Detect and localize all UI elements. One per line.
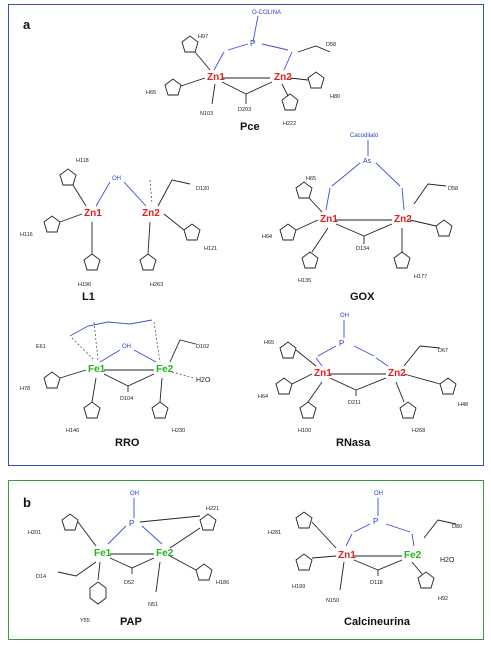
- complex-pce: O-COLINA P Zn1 Zn2 H97 H65 N103 D203 D58…: [146, 10, 340, 133]
- pap-res-n51: N51: [148, 602, 158, 608]
- gox-res-h65: H65: [306, 176, 316, 182]
- pce-label: Pce: [240, 121, 260, 133]
- rnasa-zn2: Zn2: [388, 368, 406, 379]
- l1-res-h116: H116: [20, 232, 33, 238]
- pap-res-h221: H221: [206, 506, 219, 512]
- gox-res-h177: H177: [414, 274, 427, 280]
- l1-label: L1: [82, 291, 95, 303]
- rro-fe1: Fe1: [88, 364, 106, 375]
- pap-fe1: Fe1: [94, 548, 112, 559]
- rro-bridge-label: OH: [122, 344, 131, 350]
- calcineurina-res-h92: H92: [438, 596, 448, 602]
- rnasa-res-h65: H65: [264, 340, 274, 346]
- panel-b-frame: b: [8, 480, 484, 640]
- calcineurina-bridge-label: OH: [374, 491, 383, 497]
- gox-label: GOX: [350, 291, 375, 303]
- calcineurina-water: H2O: [440, 557, 455, 564]
- pap-res-d14: D14: [36, 574, 46, 580]
- pce-res-n103: N103: [200, 111, 213, 117]
- rnasa-zn1: Zn1: [314, 368, 332, 379]
- rro-res-h146: H146: [66, 428, 79, 434]
- rro-res-h230: H230: [172, 428, 185, 434]
- l1-res-d120: D120: [196, 186, 209, 192]
- rnasa-res-h100: H100: [298, 428, 311, 434]
- gox-zn1: Zn1: [320, 214, 338, 225]
- rro-res-h78: H78: [20, 386, 30, 392]
- calcineurina-res-d80: D80: [452, 524, 462, 530]
- pce-res-d58: D58: [326, 42, 336, 48]
- svg-text:P: P: [129, 519, 134, 528]
- l1-res-h196: H196: [78, 282, 91, 288]
- calcineurina-res-d118: D118: [370, 580, 383, 586]
- gox-bridge-label: Cacodilato: [350, 133, 379, 139]
- rro-res-d102: D102: [196, 344, 209, 350]
- rnasa-res-h268: H268: [412, 428, 425, 434]
- rnasa-res-d211: D211: [348, 400, 361, 406]
- panel-a-letter: a: [23, 17, 31, 32]
- gox-zn2: Zn2: [394, 214, 412, 225]
- pap-res-h201: H201: [28, 530, 41, 536]
- pap-fe2: Fe2: [156, 548, 174, 559]
- l1-bridge-label: OH: [112, 176, 121, 182]
- pap-res-d52: D52: [124, 580, 134, 586]
- calcineurina-res-h281: H281: [268, 530, 281, 536]
- calcineurina-res-n150: N150: [326, 598, 339, 604]
- pce-zn2: Zn2: [274, 72, 292, 83]
- rro-label: RRO: [115, 437, 140, 449]
- panel-a-frame: a: [8, 4, 484, 466]
- pce-res-h97: H97: [198, 34, 208, 40]
- rnasa-label: RNasa: [336, 437, 371, 449]
- rnasa-bridge-label: OH: [340, 313, 349, 319]
- pap-res-h186: H186: [216, 580, 229, 586]
- gox-res-d58: D58: [448, 186, 458, 192]
- pap-res-y55: Y55: [80, 618, 90, 624]
- svg-text:P: P: [373, 517, 378, 526]
- pce-zn1: Zn1: [207, 72, 225, 83]
- gox-res-d134: D134: [356, 246, 369, 252]
- rnasa-res-d67: D67: [438, 348, 448, 354]
- complex-gox: Cacodilato As Zn1 Zn2 H65 H64 H135 D134 …: [262, 133, 458, 303]
- l1-res-h263: H263: [150, 282, 163, 288]
- complex-rnasa: OH P Zn1 Zn2 H65 H64 H100 D211 D67 H48 H…: [258, 313, 468, 449]
- pap-label: PAP: [120, 616, 142, 628]
- gox-res-h64: H64: [262, 234, 272, 240]
- complex-pap: OH P Fe1 Fe2 H201 H221 D14 D52 N51 H186 …: [28, 491, 229, 628]
- rro-res-e61: E61: [36, 344, 46, 350]
- gox-res-h135: H135: [298, 278, 311, 284]
- calcineurina-zn1: Zn1: [338, 550, 356, 561]
- rro-res-d104: D104: [120, 396, 133, 402]
- pap-bridge-label: OH: [130, 491, 139, 497]
- pce-res-h222: H222: [283, 121, 296, 127]
- svg-text:P: P: [339, 339, 344, 348]
- calcineurina-res-h199: H199: [292, 584, 305, 590]
- pce-res-h80: H80: [330, 94, 340, 100]
- l1-zn1: Zn1: [84, 208, 102, 219]
- rnasa-res-h48: H48: [458, 402, 468, 408]
- panel-b-letter: b: [23, 495, 31, 510]
- complex-calcineurina: OH P Zn1 Fe2 H281 D80 H199 N150 D118 H92…: [268, 491, 462, 628]
- svg-text:H2O: H2O: [196, 377, 211, 384]
- pce-res-d203: D203: [238, 107, 251, 113]
- l1-res-h118: H118: [76, 158, 89, 164]
- gox-as-label: As: [363, 158, 372, 165]
- svg-text:P: P: [250, 39, 255, 48]
- calcineurina-label: Calcineurina: [344, 616, 411, 628]
- l1-zn2: Zn2: [142, 208, 160, 219]
- rro-fe2: Fe2: [156, 364, 174, 375]
- pce-res-h65: H65: [146, 90, 156, 96]
- pce-bridge-label: O-COLINA: [252, 10, 281, 16]
- complex-rro: OH Fe1 Fe2 E61 H78 H146 D104 D102 H2O H2…: [20, 319, 211, 449]
- complex-l1: OH Zn1 Zn2 H118 H116 H196 D120 H121 H263…: [20, 158, 217, 303]
- calcineurina-fe2: Fe2: [404, 550, 422, 561]
- rnasa-res-h64: H64: [258, 394, 268, 400]
- l1-res-h121: H121: [204, 246, 217, 252]
